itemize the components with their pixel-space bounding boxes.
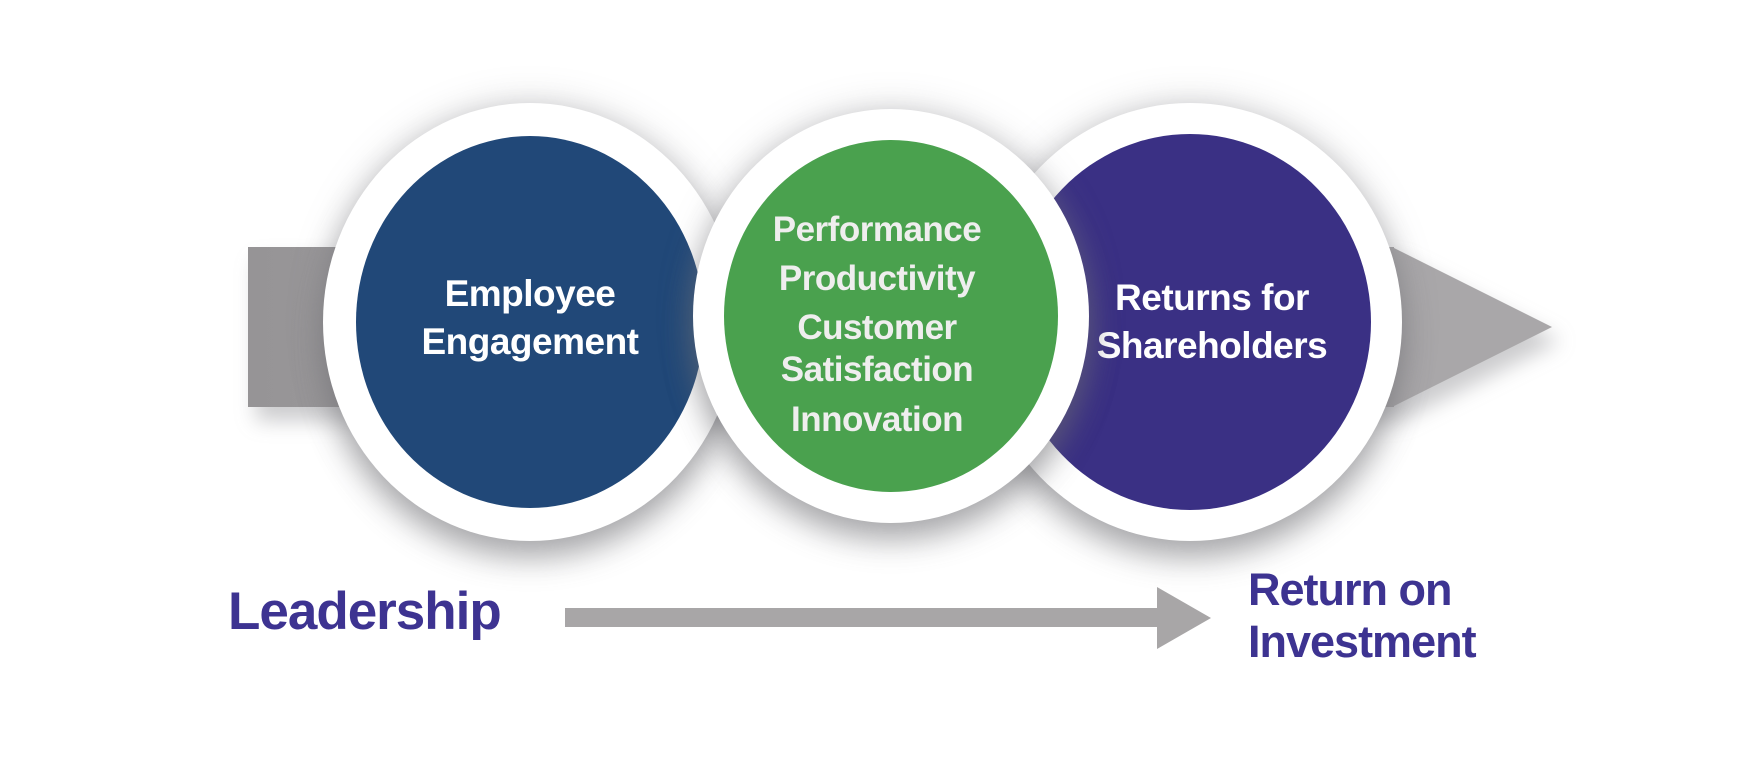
background-flow-arrow-head-icon [1392, 247, 1552, 407]
circle-employee-engagement: Employee Engagement [323, 103, 737, 541]
label-line: Productivity [778, 259, 976, 298]
leadership-label: Leadership [228, 582, 502, 641]
label-line: Shareholders [1096, 325, 1328, 366]
return-on-investment-label: Return on Investment [1248, 564, 1477, 668]
label-line: Satisfaction [780, 350, 974, 389]
label-line: Employee [444, 273, 616, 314]
label-line: Investment [1248, 616, 1477, 667]
label-line: Engagement [421, 321, 639, 362]
label-line: Performance [772, 210, 982, 249]
circle-returns-for-shareholders-label: Returns for Shareholders [1000, 103, 1424, 541]
circle-employee-engagement-disc [356, 136, 704, 508]
circle-employee-engagement-label: Employee Engagement [323, 99, 737, 537]
label-line: Customer [797, 308, 957, 347]
circle-organizational-outcomes-label: Performance Productivity Customer Satisf… [679, 118, 1075, 532]
leadership-to-roi-arrow-head-icon [1157, 587, 1211, 649]
circle-organizational-outcomes-disc [724, 140, 1058, 492]
circle-organizational-outcomes: Performance Productivity Customer Satisf… [693, 109, 1089, 523]
label-line: Returns for [1115, 277, 1309, 318]
leadership-to-roi-arrow-shaft [565, 608, 1157, 627]
label-line: Return on [1248, 564, 1452, 615]
label-line: Innovation [791, 400, 963, 439]
